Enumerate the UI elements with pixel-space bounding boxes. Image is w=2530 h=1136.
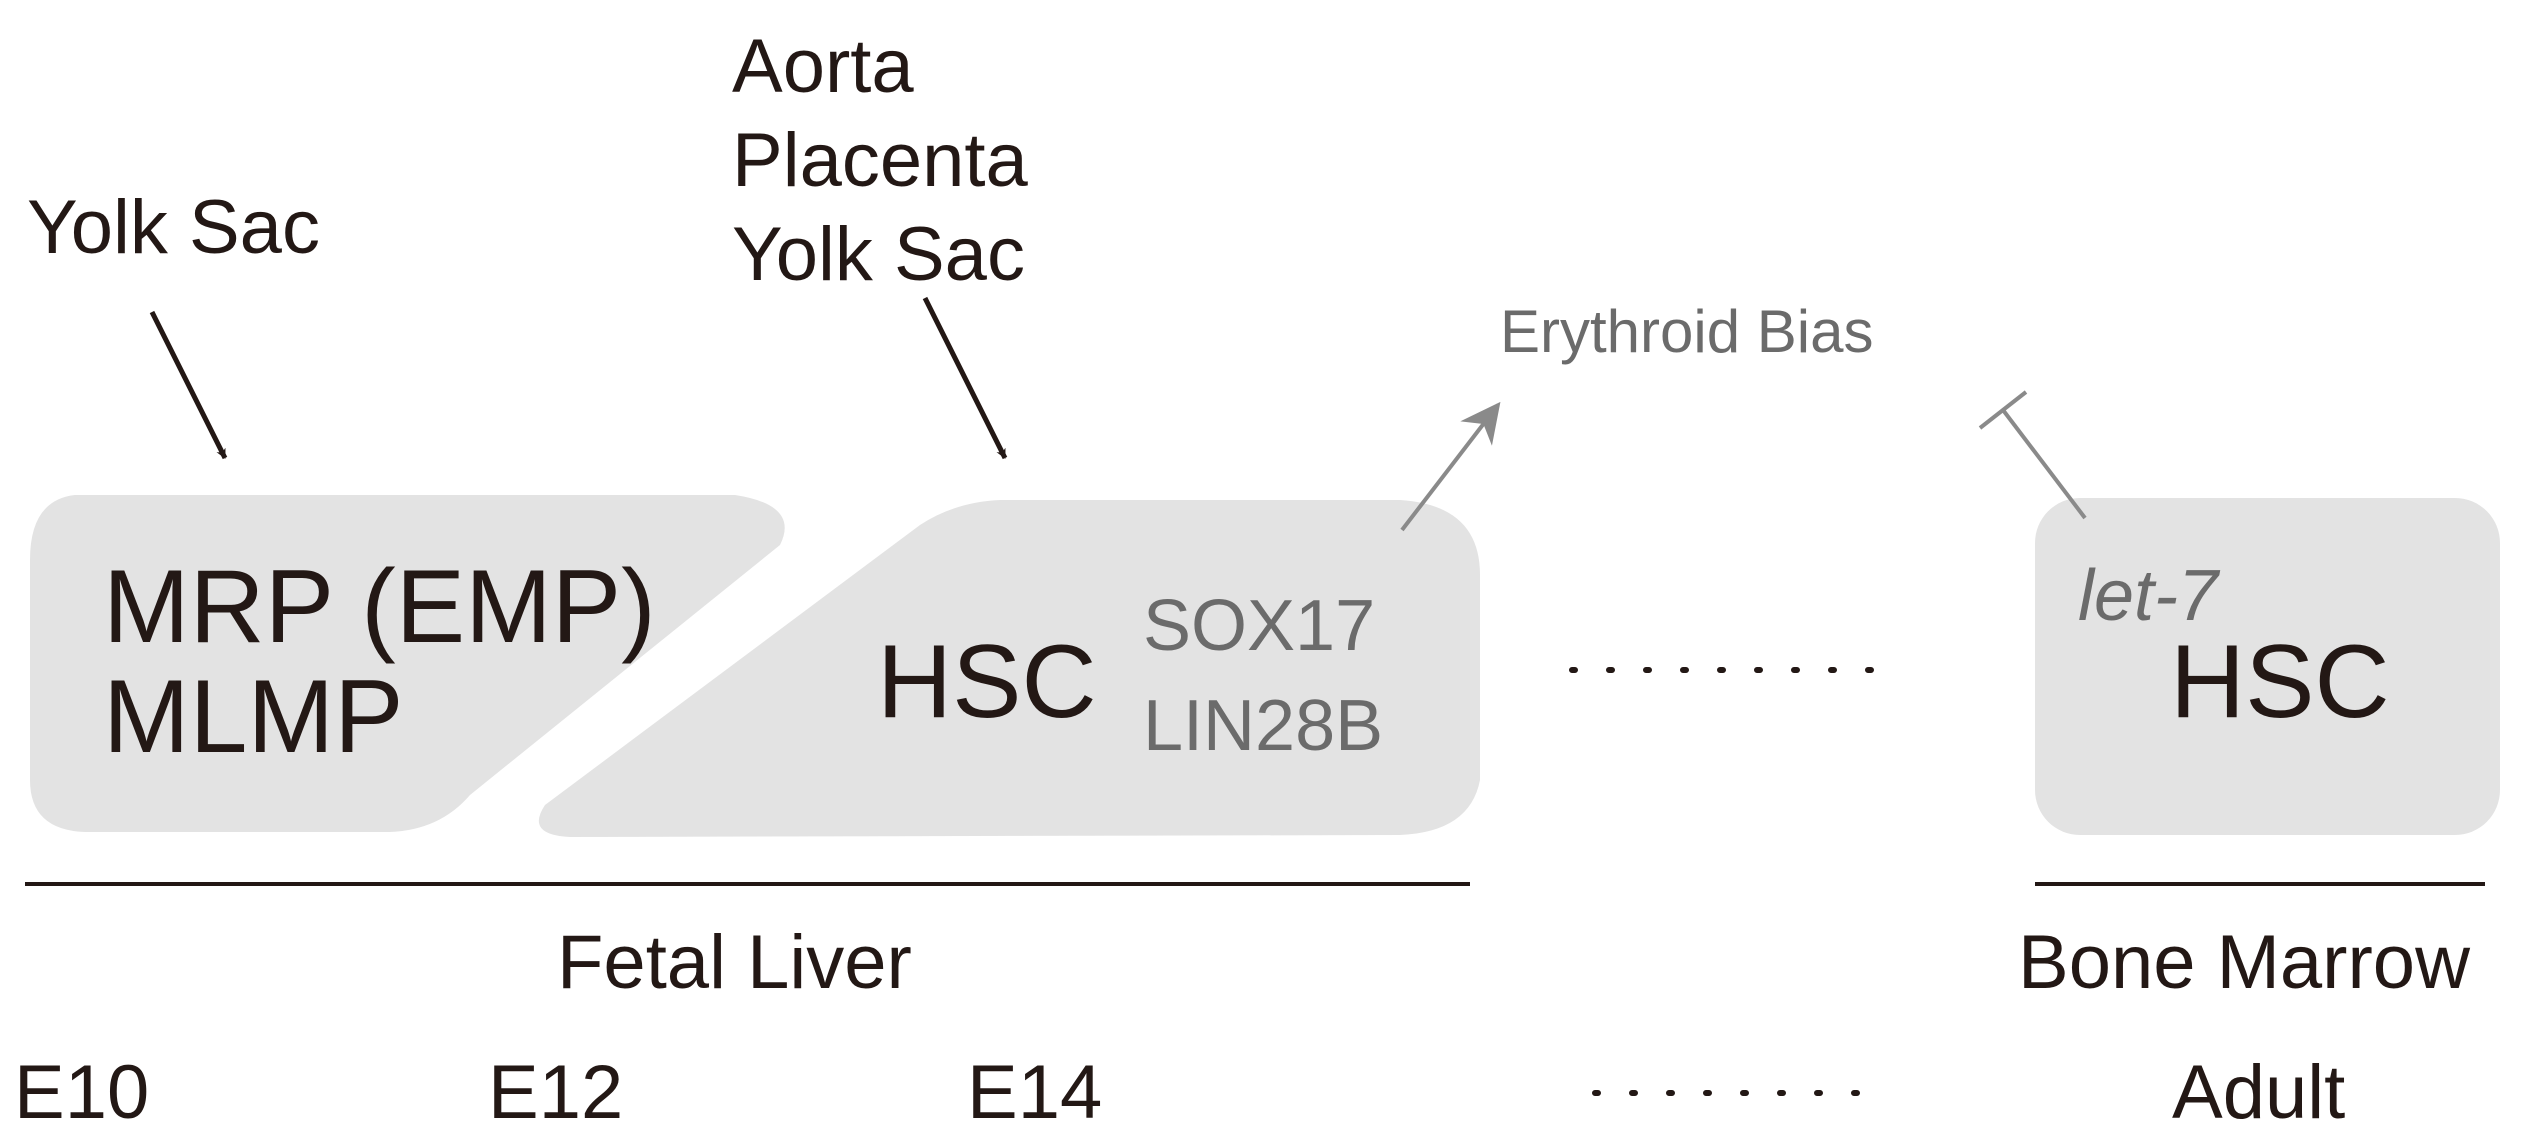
source-placenta: Placenta bbox=[732, 118, 1028, 203]
source-yolk-sac-left: Yolk Sac bbox=[27, 185, 320, 270]
progenitor-box bbox=[30, 495, 785, 832]
source-aorta: Aorta bbox=[732, 24, 914, 109]
adult-hsc-label: HSC bbox=[2170, 624, 2390, 740]
factor-sox17: SOX17 bbox=[1143, 586, 1376, 666]
timepoint-e12: E12 bbox=[488, 1050, 624, 1135]
timepoint-e10: E10 bbox=[14, 1050, 150, 1135]
source-list-middle: Aorta Placenta Yolk Sac bbox=[732, 20, 1028, 302]
adult-hsc-box bbox=[2035, 498, 2500, 835]
regulator-let7: let-7 bbox=[2078, 556, 2219, 636]
timepoint-e14: E14 bbox=[967, 1050, 1103, 1135]
inhibition-bar bbox=[1978, 390, 2028, 430]
arrow-middle-sources bbox=[922, 296, 1008, 460]
location-bone-marrow: Bone Marrow bbox=[2018, 920, 2470, 1005]
source-yolk-sac-middle: Yolk Sac bbox=[732, 212, 1025, 297]
fetal-hsc-box bbox=[538, 500, 1480, 837]
progenitor-mlmp: MLMP bbox=[103, 659, 404, 775]
arrow-yolk-sac-left bbox=[149, 310, 228, 460]
fetal-hsc-label: HSC bbox=[877, 624, 1097, 740]
location-fetal-liver: Fetal Liver bbox=[557, 920, 912, 1005]
progenitor-mrp-emp: MRP (EMP) bbox=[103, 549, 656, 665]
factor-lin28b: LIN28B bbox=[1143, 686, 1384, 766]
erythroid-bias-label: Erythroid Bias bbox=[1500, 298, 1874, 365]
timepoint-adult: Adult bbox=[2172, 1050, 2346, 1135]
inhibition-line-let7 bbox=[2001, 408, 2087, 520]
arrow-erythroid-bias bbox=[1400, 401, 1501, 532]
